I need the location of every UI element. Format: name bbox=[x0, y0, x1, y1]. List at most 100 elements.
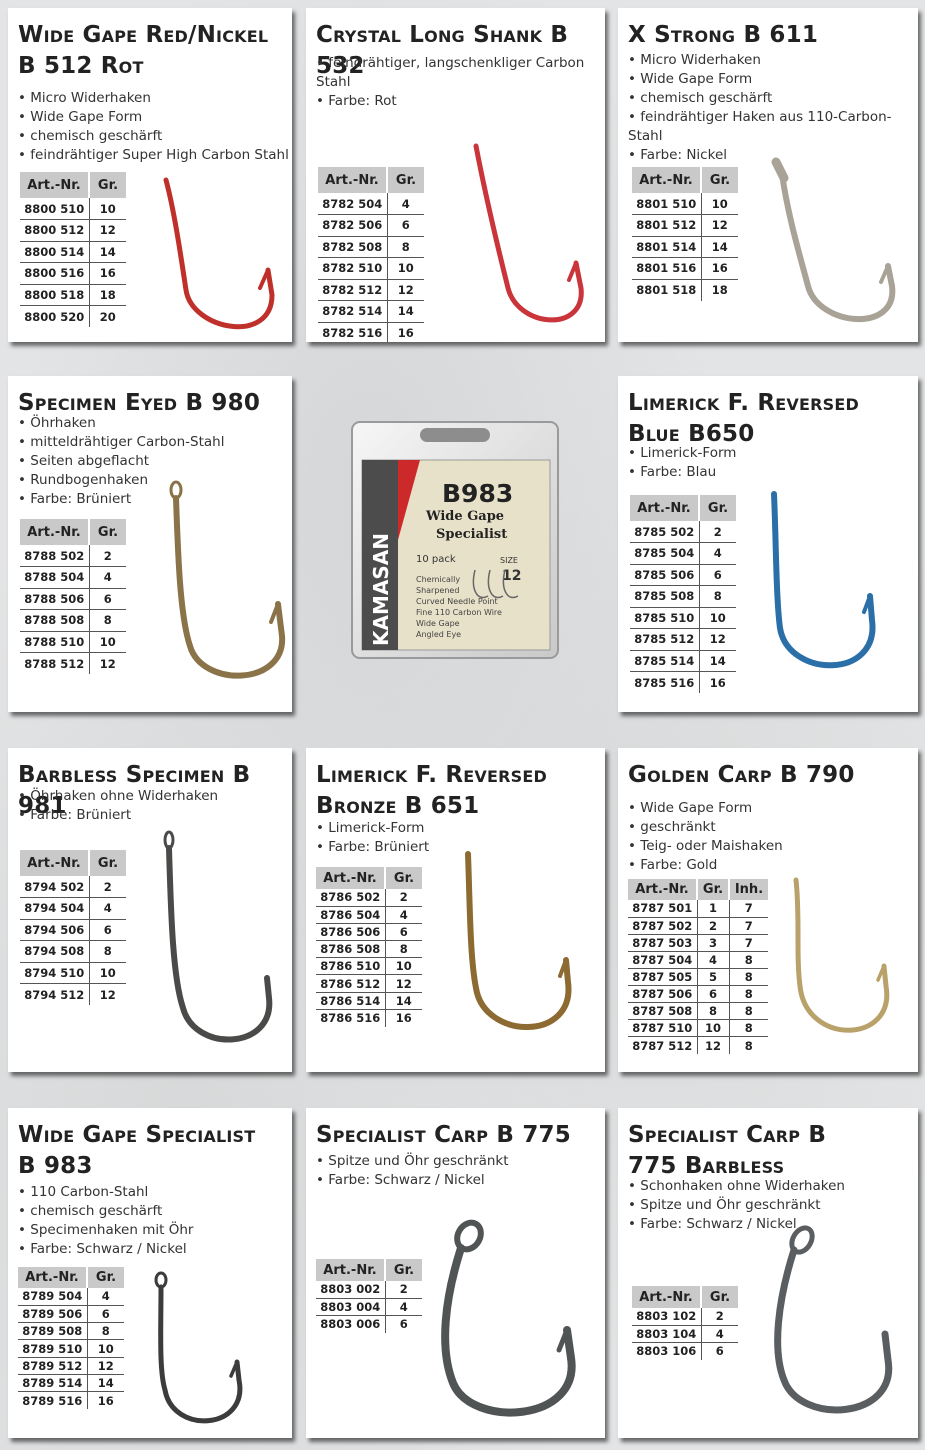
feature-list: Wide Gape Form geschränkt Teig- oder Mai… bbox=[628, 799, 782, 875]
cell-artnr: 8803 102 bbox=[632, 1308, 702, 1326]
feature-item: Farbe: Schwarz / Nickel bbox=[18, 1240, 193, 1259]
cell-size: 4 bbox=[387, 193, 424, 215]
cell-artnr: 8787 502 bbox=[628, 917, 698, 935]
cell-artnr: 8803 104 bbox=[632, 1325, 702, 1344]
cell-size: 2 bbox=[701, 1308, 738, 1326]
cell-size: 10 bbox=[701, 193, 738, 215]
col-header-artnr: Art.-Nr. bbox=[630, 495, 700, 521]
package-description-line: Fine 110 Carbon Wire bbox=[416, 608, 502, 617]
product-title: Wide Gape Specialist B 983 bbox=[18, 1122, 256, 1179]
cell-size: 6 bbox=[89, 588, 126, 610]
feature-list: Spitze und Öhr geschränkt Farbe: Schwarz… bbox=[316, 1152, 509, 1190]
feature-list: Limerick-Form Farbe: Blau bbox=[628, 444, 736, 482]
col-header-count: Inh. bbox=[729, 879, 768, 900]
cell-size: 14 bbox=[701, 236, 738, 258]
cell-artnr: 8789 514 bbox=[18, 1374, 88, 1393]
cell-size: 16 bbox=[709, 675, 726, 690]
col-header-artnr: Art.-Nr. bbox=[632, 1286, 702, 1308]
feature-item: Öhrhaken bbox=[18, 414, 224, 433]
cell-artnr: 8788 508 bbox=[20, 609, 90, 632]
feature-item: Farbe: Nickel bbox=[628, 146, 918, 165]
product-card-b981: Barbless Specimen B 981 Öhrhaken ohne Wi… bbox=[8, 748, 292, 1072]
product-card-b512: Wide Gape Red/Nickel B 512 Rot Micro Wid… bbox=[8, 8, 292, 342]
cell-artnr: 8803 006 bbox=[316, 1315, 386, 1333]
feature-item: Farbe: Blau bbox=[628, 463, 736, 482]
cell-size: 6 bbox=[89, 919, 126, 941]
cell-artnr: 8787 504 bbox=[628, 951, 698, 969]
cell-artnr: 8789 510 bbox=[18, 1339, 88, 1358]
cell-artnr: 8801 516 bbox=[632, 257, 702, 280]
cell-artnr: 8787 508 bbox=[628, 1002, 698, 1021]
cell-artnr: 8787 501 bbox=[628, 900, 698, 918]
hook-image bbox=[473, 143, 584, 323]
cell-size: 4 bbox=[701, 1325, 738, 1344]
package-name: Specialist bbox=[436, 527, 507, 542]
cell-artnr: 8801 510 bbox=[632, 193, 702, 215]
cell-artnr: 8786 514 bbox=[316, 992, 386, 1010]
cell-size: 10 bbox=[699, 607, 736, 629]
cell-size: 12 bbox=[701, 214, 738, 237]
hook-image bbox=[154, 1271, 243, 1424]
cell-artnr: 8785 508 bbox=[630, 585, 700, 608]
cell-size: 4 bbox=[697, 951, 730, 969]
cell-size: 1 bbox=[697, 900, 730, 918]
cell-artnr: 8786 502 bbox=[316, 889, 386, 907]
feature-item: Teig- oder Maishaken bbox=[628, 837, 782, 856]
feature-item: Limerick-Form bbox=[628, 444, 736, 463]
product-title: Golden Carp B 790 bbox=[628, 762, 855, 788]
cell-size: 12 bbox=[387, 279, 424, 301]
cell-size: 16 bbox=[395, 1011, 412, 1026]
cell-size: 14 bbox=[387, 300, 424, 323]
cell-count: 8 bbox=[729, 1019, 768, 1038]
cell-artnr: 8787 506 bbox=[628, 985, 698, 1004]
product-title: Limerick F. Reversed Bronze B 651 bbox=[316, 762, 547, 819]
col-header-size: Gr. bbox=[89, 850, 126, 876]
cell-size: 2 bbox=[89, 876, 126, 898]
cell-artnr: 8786 508 bbox=[316, 940, 386, 959]
cell-size: 10 bbox=[697, 1019, 730, 1038]
feature-item: Schonhaken ohne Widerhaken bbox=[628, 1177, 845, 1196]
cell-size: 6 bbox=[399, 1317, 408, 1332]
product-title: Wide Gape Red/Nickel B 512 Rot bbox=[18, 22, 269, 79]
feature-item: Farbe: Schwarz / Nickel bbox=[316, 1171, 509, 1190]
hook-image bbox=[169, 480, 286, 679]
cell-size: 8 bbox=[89, 609, 126, 632]
hook-image bbox=[441, 1219, 576, 1417]
cell-artnr: 8787 503 bbox=[628, 934, 698, 952]
feature-item: Farbe: Brüniert bbox=[18, 490, 224, 509]
product-title: X Strong B 611 bbox=[628, 22, 819, 48]
package-description-line: Curved Needle Point bbox=[416, 597, 498, 606]
product-card-b611: X Strong B 611 Micro Widerhaken Wide Gap… bbox=[618, 8, 918, 342]
cell-size: 10 bbox=[89, 631, 126, 653]
cell-artnr: 8787 512 bbox=[628, 1036, 698, 1054]
feature-item: Spitze und Öhr geschränkt bbox=[628, 1196, 845, 1215]
product-title: Specialist Carp B 775 Barbless bbox=[628, 1122, 827, 1179]
feature-item: Wide Gape Form bbox=[18, 108, 289, 127]
package-size-label: SIZE bbox=[500, 556, 518, 565]
cell-artnr: 8786 510 bbox=[316, 957, 386, 976]
hook-image bbox=[163, 177, 275, 330]
cell-artnr: 8801 514 bbox=[632, 236, 702, 258]
cell-artnr: 8800 516 bbox=[20, 262, 90, 285]
cell-size: 2 bbox=[89, 545, 126, 567]
cell-size: 4 bbox=[89, 897, 126, 920]
cell-size: 4 bbox=[89, 566, 126, 589]
cell-size: 6 bbox=[697, 985, 730, 1004]
cell-size: 6 bbox=[715, 1344, 724, 1359]
col-header-artnr: Art.-Nr. bbox=[20, 519, 90, 545]
product-card-b980: Specimen Eyed B 980 Öhrhaken mitteldräht… bbox=[8, 376, 292, 712]
cell-size: 8 bbox=[87, 1322, 124, 1341]
col-header-artnr: Art.-Nr. bbox=[20, 850, 90, 876]
cell-artnr: 8785 516 bbox=[630, 671, 700, 693]
cell-artnr: 8786 512 bbox=[316, 974, 386, 993]
cell-size: 14 bbox=[385, 992, 422, 1010]
col-header-artnr: Art.-Nr. bbox=[628, 879, 698, 900]
cell-artnr: 8788 510 bbox=[20, 631, 90, 653]
feature-item: Rundbogenhaken bbox=[18, 471, 224, 490]
